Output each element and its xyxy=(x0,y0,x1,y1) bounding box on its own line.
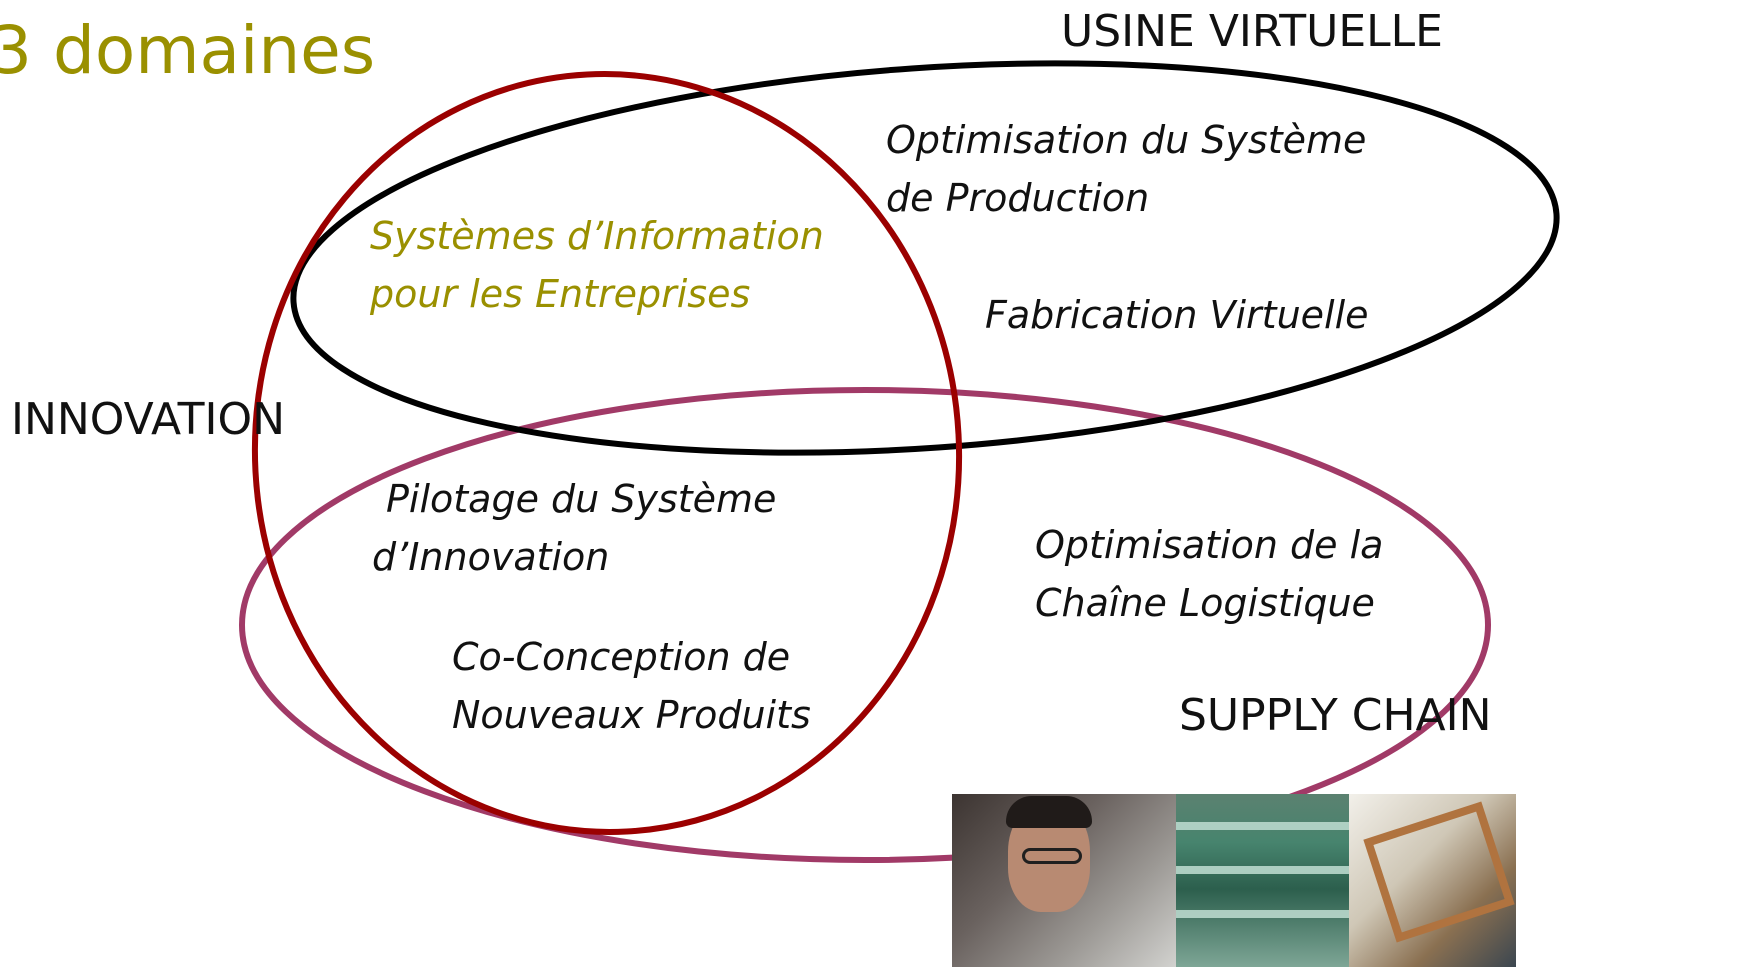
optimisation-systeme-production-line-2: de Production xyxy=(886,176,1150,220)
innovation-label: INNOVATION xyxy=(11,394,286,445)
supply-chain-ellipse xyxy=(239,387,1491,863)
factory-conveyor-line xyxy=(1176,910,1349,918)
factory-floor-photo xyxy=(1176,794,1349,967)
systemes-information-line-2: pour les Entreprises xyxy=(370,272,751,316)
fabrication-virtuelle-line-1: Fabrication Virtuelle xyxy=(985,293,1369,337)
optimisation-chaine-logistique-line-1: Optimisation de la xyxy=(1035,523,1384,567)
engineer-hair xyxy=(1006,796,1092,828)
pilotage-systeme-innovation-text: Pilotage du Système d’Innovation xyxy=(372,470,776,586)
supply-chain-label: SUPPLY CHAIN xyxy=(1179,690,1492,741)
innovation-ellipse xyxy=(251,71,963,835)
page-title: 3 domaines xyxy=(0,12,376,89)
co-conception-line-1: Co-Conception de xyxy=(452,635,791,679)
optimisation-systeme-production-line-1: Optimisation du Système xyxy=(886,118,1367,162)
usine-virtuelle-label: USINE VIRTUELLE xyxy=(1061,6,1443,57)
machine-photo xyxy=(1349,794,1516,967)
fabrication-virtuelle-text: Fabrication Virtuelle xyxy=(985,286,1369,344)
optimisation-systeme-production-text: Optimisation du Système de Production xyxy=(886,111,1366,227)
factory-conveyor-line xyxy=(1176,822,1349,830)
optimisation-chaine-logistique-line-2: Chaîne Logistique xyxy=(1035,581,1375,625)
factory-conveyor-line xyxy=(1176,866,1349,874)
pilotage-systeme-innovation-line-1: Pilotage du Système xyxy=(386,477,777,521)
machine-frame xyxy=(1363,801,1515,943)
usine-virtuelle-ellipse xyxy=(290,60,1560,456)
optimisation-chaine-logistique-text: Optimisation de la Chaîne Logistique xyxy=(1035,516,1383,632)
systemes-information-text: Systèmes d’Information pour les Entrepri… xyxy=(370,207,824,323)
co-conception-text: Co-Conception de Nouveaux Produits xyxy=(452,628,811,744)
engineer-glasses xyxy=(1022,848,1082,864)
engineer-photo xyxy=(952,794,1176,967)
co-conception-line-2: Nouveaux Produits xyxy=(452,693,811,737)
pilotage-systeme-innovation-line-2: d’Innovation xyxy=(372,535,610,579)
industrial-photo-strip xyxy=(952,794,1516,967)
systemes-information-line-1: Systèmes d’Information xyxy=(370,214,824,258)
